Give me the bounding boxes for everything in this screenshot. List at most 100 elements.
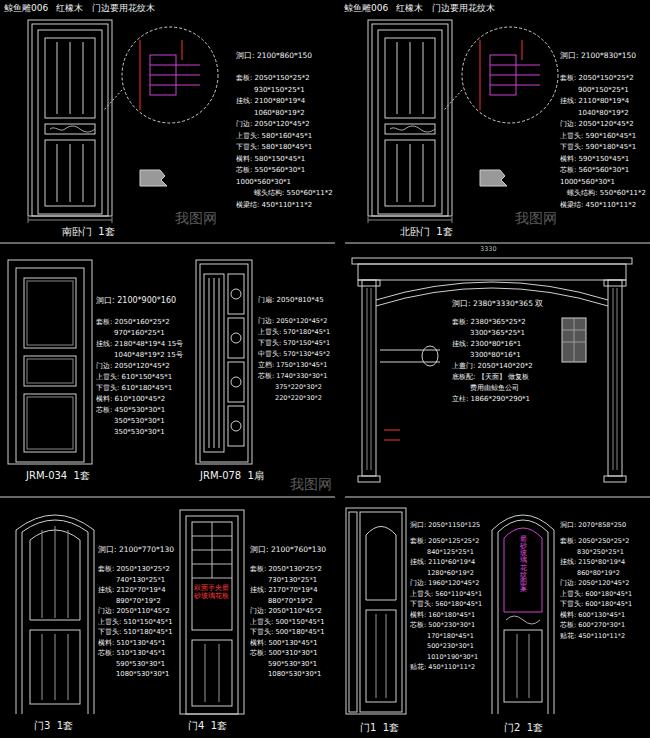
- spec-line: 860*80*19*2: [577, 570, 620, 577]
- opening-size: 洞口: 2100*770*130: [98, 546, 174, 555]
- door4-drawing-line: [186, 516, 238, 714]
- door-title: JRM-034 1套: [26, 470, 90, 482]
- leaf-size: 门扇: 2050*810*45: [258, 296, 324, 304]
- spec-line: 门边: 2050*120*45*2: [560, 580, 629, 587]
- jrm034-door-drawing-line: [27, 397, 73, 449]
- spec-line: 840*125*25*1: [427, 549, 474, 556]
- door2-drawing-line: [504, 630, 542, 702]
- spec-line: 芯板: 1740*330*30*1: [258, 373, 327, 380]
- opening-size: 洞口: 2070*858*250: [560, 522, 626, 529]
- door1-drawing-line: [376, 614, 386, 698]
- door4-drawing-line: [192, 522, 232, 578]
- arch-frame-drawing-line: [422, 346, 438, 366]
- watermark: 我图网: [515, 210, 557, 226]
- spec-line: 套板: 2050*250*25*2: [560, 538, 629, 545]
- spec-line: 830*250*25*1: [577, 549, 624, 556]
- door-title: JRM-078 1扇: [200, 470, 264, 482]
- bedroom-door-drawing-line: [45, 38, 95, 118]
- spec-line: 170*180*45*1: [427, 633, 474, 640]
- arch-frame-drawing-line: [604, 476, 626, 482]
- jrm078-door-drawing-line: [209, 278, 219, 448]
- spec-line: 横料: 500*130*45*1: [250, 640, 318, 648]
- dimension-value: 3330: [480, 246, 497, 253]
- spec-line: 下冒头: 560*180*45*1: [410, 601, 482, 608]
- arch-frame-drawing-line: [608, 280, 622, 476]
- spec-line: 套板: 2050*150*25*2: [560, 74, 634, 82]
- jrm078-door-drawing-line: [200, 264, 248, 462]
- door3-drawing-line: [16, 515, 94, 714]
- door2-drawing: [492, 515, 554, 714]
- door2-drawing-line: [492, 515, 554, 714]
- spec-line: 上冒头: 510*150*45*1: [98, 619, 173, 627]
- door-title: 南卧门 1套: [62, 226, 115, 238]
- door3-drawing-line: [42, 526, 68, 618]
- door2-drawing-line: [504, 528, 542, 612]
- bedroom-door-drawing-line: [104, 90, 122, 110]
- bedroom-door-drawing-line: [28, 217, 112, 223]
- door1-drawing-line: [366, 610, 396, 702]
- glass-pattern-note: 磨砂玻璃花纹图案: [520, 536, 527, 593]
- bedroom-door-drawing-line: [28, 20, 112, 216]
- spec-line: 门边: 2050*120*45*2: [236, 120, 310, 128]
- spec-line: 740*130*25*1: [116, 577, 165, 585]
- spec-line: 门边: 2050*120*45*2: [560, 120, 634, 128]
- spec-line: 350*530*30*1: [114, 417, 165, 425]
- arch-frame-drawing-line: [352, 258, 632, 264]
- jrm034-door-drawing-line: [8, 260, 92, 464]
- jrm078-door-drawing-line: [228, 406, 244, 446]
- jrm078-door-drawing-line: [196, 260, 252, 464]
- bedroom-door-drawing-line: [45, 124, 95, 134]
- spec-line: 门边: 2050*110*45*2: [98, 608, 170, 616]
- bedroom-door-drawing-line: [140, 170, 167, 186]
- arch-frame-drawing-line: [358, 476, 380, 482]
- drawing-header: 红橡木: [56, 3, 83, 13]
- door1-drawing-line: [346, 508, 406, 714]
- spec-line: 下冒头: 610*180*45*1: [96, 384, 172, 392]
- jrm078-door-drawing-line: [228, 274, 244, 314]
- spec-line: 880*70*19*2: [268, 598, 313, 606]
- spec-line: 芯板: 510*130*45*1: [98, 650, 166, 658]
- jrm078-door-drawing-line: [231, 333, 241, 343]
- spec-line: 下冒头: 500*180*45*1: [250, 629, 325, 637]
- spec-line: 上冒头: 500*150*45*1: [250, 619, 325, 627]
- jrm078-door-drawing-line: [228, 362, 244, 402]
- spec-line: 1000*560*30*1: [236, 178, 291, 186]
- watermark: 我图网: [175, 210, 217, 226]
- spec-line: 挂线: 2110*80*19*4: [560, 97, 629, 105]
- arch-frame-drawing-line: [362, 280, 376, 476]
- spec-line: 上盖门: 2050*140*20*2: [452, 362, 533, 370]
- door2-drawing-line: [506, 616, 540, 624]
- door-title: 北卧门 1套: [400, 226, 453, 238]
- spec-line: 横梁结: 450*110*11*2: [560, 201, 636, 209]
- spec-line: 375*220*30*2: [275, 384, 322, 391]
- bedroom-door-drawing: [368, 20, 558, 223]
- opening-size: 洞口: 2100*860*150: [236, 52, 312, 61]
- spec-line: 挂线: 2150*80*19*4: [560, 559, 625, 566]
- bedroom-door-drawing-line: [38, 30, 102, 214]
- door3-drawing-line: [42, 634, 68, 700]
- door-title: 门4 1套: [188, 720, 227, 732]
- jrm034-door-drawing-line: [27, 359, 73, 383]
- opening-size: 洞口: 2050*1150*125: [410, 522, 480, 529]
- spec-line: 套板: 2050*130*25*2: [250, 566, 322, 574]
- spec-line: 螺头结构: 550*60*11*2: [567, 189, 646, 197]
- bedroom-door-drawing-line: [50, 126, 95, 132]
- spec-line: 1040*48*19*2 15号: [114, 351, 183, 359]
- spec-line: 下冒头: 580*180*45*1: [236, 143, 312, 151]
- arch-frame-drawing: [352, 258, 632, 482]
- arch-frame-drawing-line: [380, 350, 440, 362]
- spec-line: 套板: 2050*125*25*2: [410, 538, 479, 545]
- spec-line: 890*70*19*2: [116, 598, 161, 606]
- door1-drawing-line: [360, 512, 402, 712]
- spec-line: 挂线: 2120*70*19*4: [98, 587, 166, 595]
- spec-line: 590*530*30*1: [116, 661, 165, 669]
- spec-line: 费用由鲸鱼公司: [470, 384, 519, 392]
- spec-line: 930*150*25*1: [254, 86, 305, 94]
- door2-drawing-line: [498, 520, 548, 714]
- arch-frame-drawing-line: [562, 318, 586, 362]
- jrm034-door-drawing-line: [24, 278, 76, 348]
- panel-divider-line: [0, 243, 650, 497]
- panel-divider: [0, 243, 650, 497]
